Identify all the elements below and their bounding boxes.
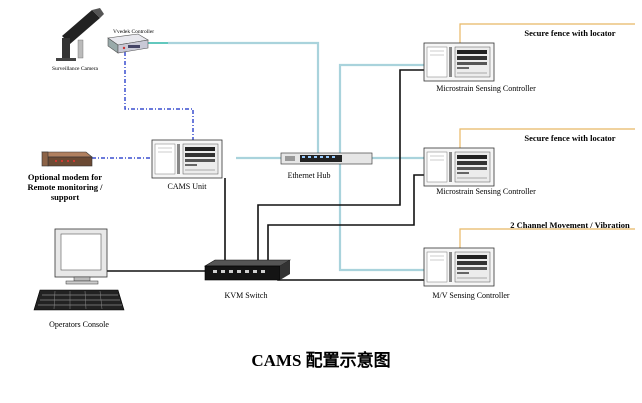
modem-label-line2: Remote monitoring / <box>27 182 103 192</box>
ethernet-links <box>168 41 424 272</box>
microstrain-controller-2-pc-icon <box>423 147 495 187</box>
diagram-caption: CAMS 配置示意图 <box>251 351 391 370</box>
surveillance-camera-label: Surveillance Camera <box>52 66 99 72</box>
video-controller-label: Vvedek Controller <box>113 29 154 35</box>
cams-unit-label: CAMS Unit <box>168 182 208 191</box>
controller1-label: Microstrain Sensing Controller <box>436 84 536 93</box>
kvm-switch-label: KVM Switch <box>225 291 268 300</box>
computer-console-icon <box>33 228 125 311</box>
modem-links <box>92 52 194 159</box>
microstrain-controller-1-pc-icon <box>423 42 495 82</box>
ethernet-hub-icon <box>280 152 373 165</box>
operators-console-label: Operators Console <box>49 320 109 329</box>
cams-unit-pc-icon <box>151 139 223 179</box>
kvm-switch-icon <box>203 259 292 281</box>
controller3-label: M/V Sensing Controller <box>432 291 510 300</box>
zone2-label: Secure fence with locator <box>524 133 615 143</box>
video-controller-icon <box>107 33 149 54</box>
controller2-label: Microstrain Sensing Controller <box>436 187 536 196</box>
mv-controller-pc-icon <box>423 247 495 287</box>
surveillance-camera-icon <box>56 8 104 61</box>
modem-icon <box>41 151 93 167</box>
modem-label-line3: support <box>51 192 80 202</box>
modem-label-line1: Optional modem for <box>28 172 102 182</box>
zone3-label: 2 Channel Movement / Vibration <box>510 220 630 230</box>
zone-lines <box>459 23 635 248</box>
ethernet-hub-label: Ethernet Hub <box>288 171 331 180</box>
zone1-label: Secure fence with locator <box>524 28 615 38</box>
